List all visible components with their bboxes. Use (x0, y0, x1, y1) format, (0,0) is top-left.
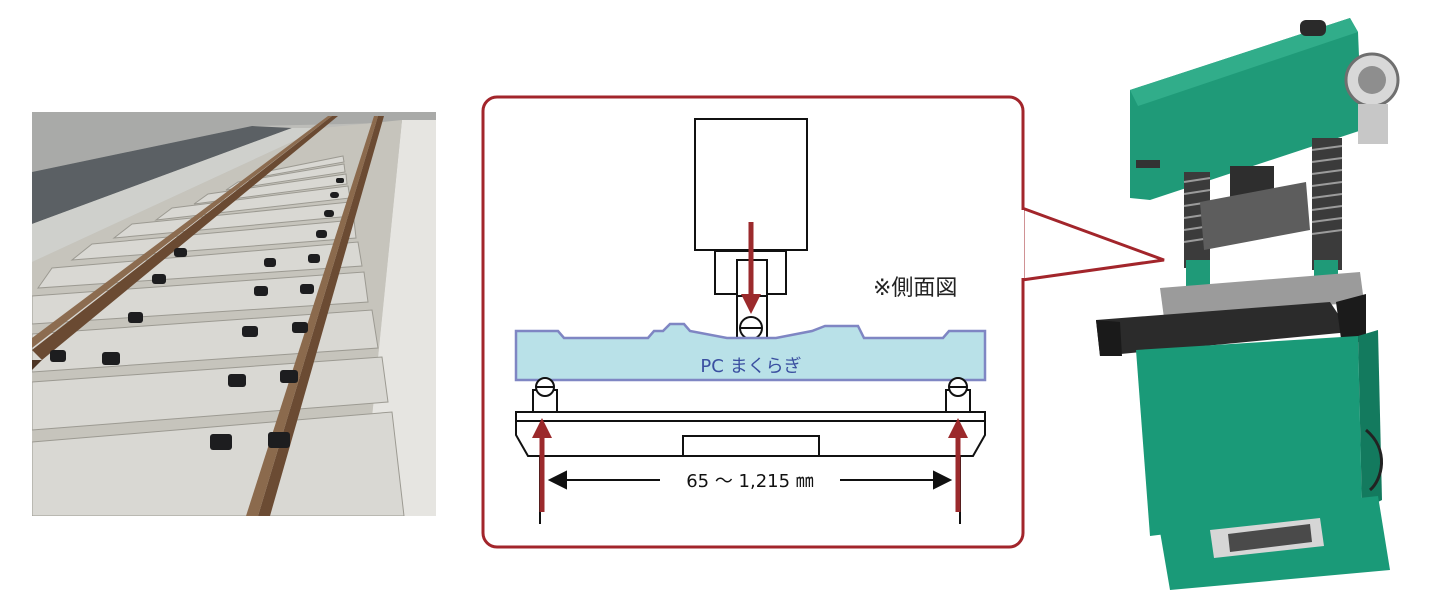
support-rollers (532, 377, 971, 413)
testing-machine-photo (1090, 10, 1426, 595)
force-arrows (532, 222, 968, 512)
callout-frame (481, 95, 1025, 549)
base-beam (515, 411, 986, 524)
sleeper-label: PC まくらぎ (700, 356, 801, 377)
railway-track-image (32, 112, 436, 516)
span-dimension (547, 470, 953, 490)
railway-track-photo (32, 112, 436, 516)
side-view-diagram: PC まくらぎ 65 ～ 1,215 ㎜ (480, 94, 1040, 554)
span-label: 65 ～ 1,215 ㎜ (686, 471, 814, 492)
side-view-note: ※側面図 (873, 276, 958, 301)
testing-machine-image (1096, 18, 1400, 590)
pc-sleeper (514, 322, 987, 382)
callout-pointer (1020, 206, 1165, 282)
